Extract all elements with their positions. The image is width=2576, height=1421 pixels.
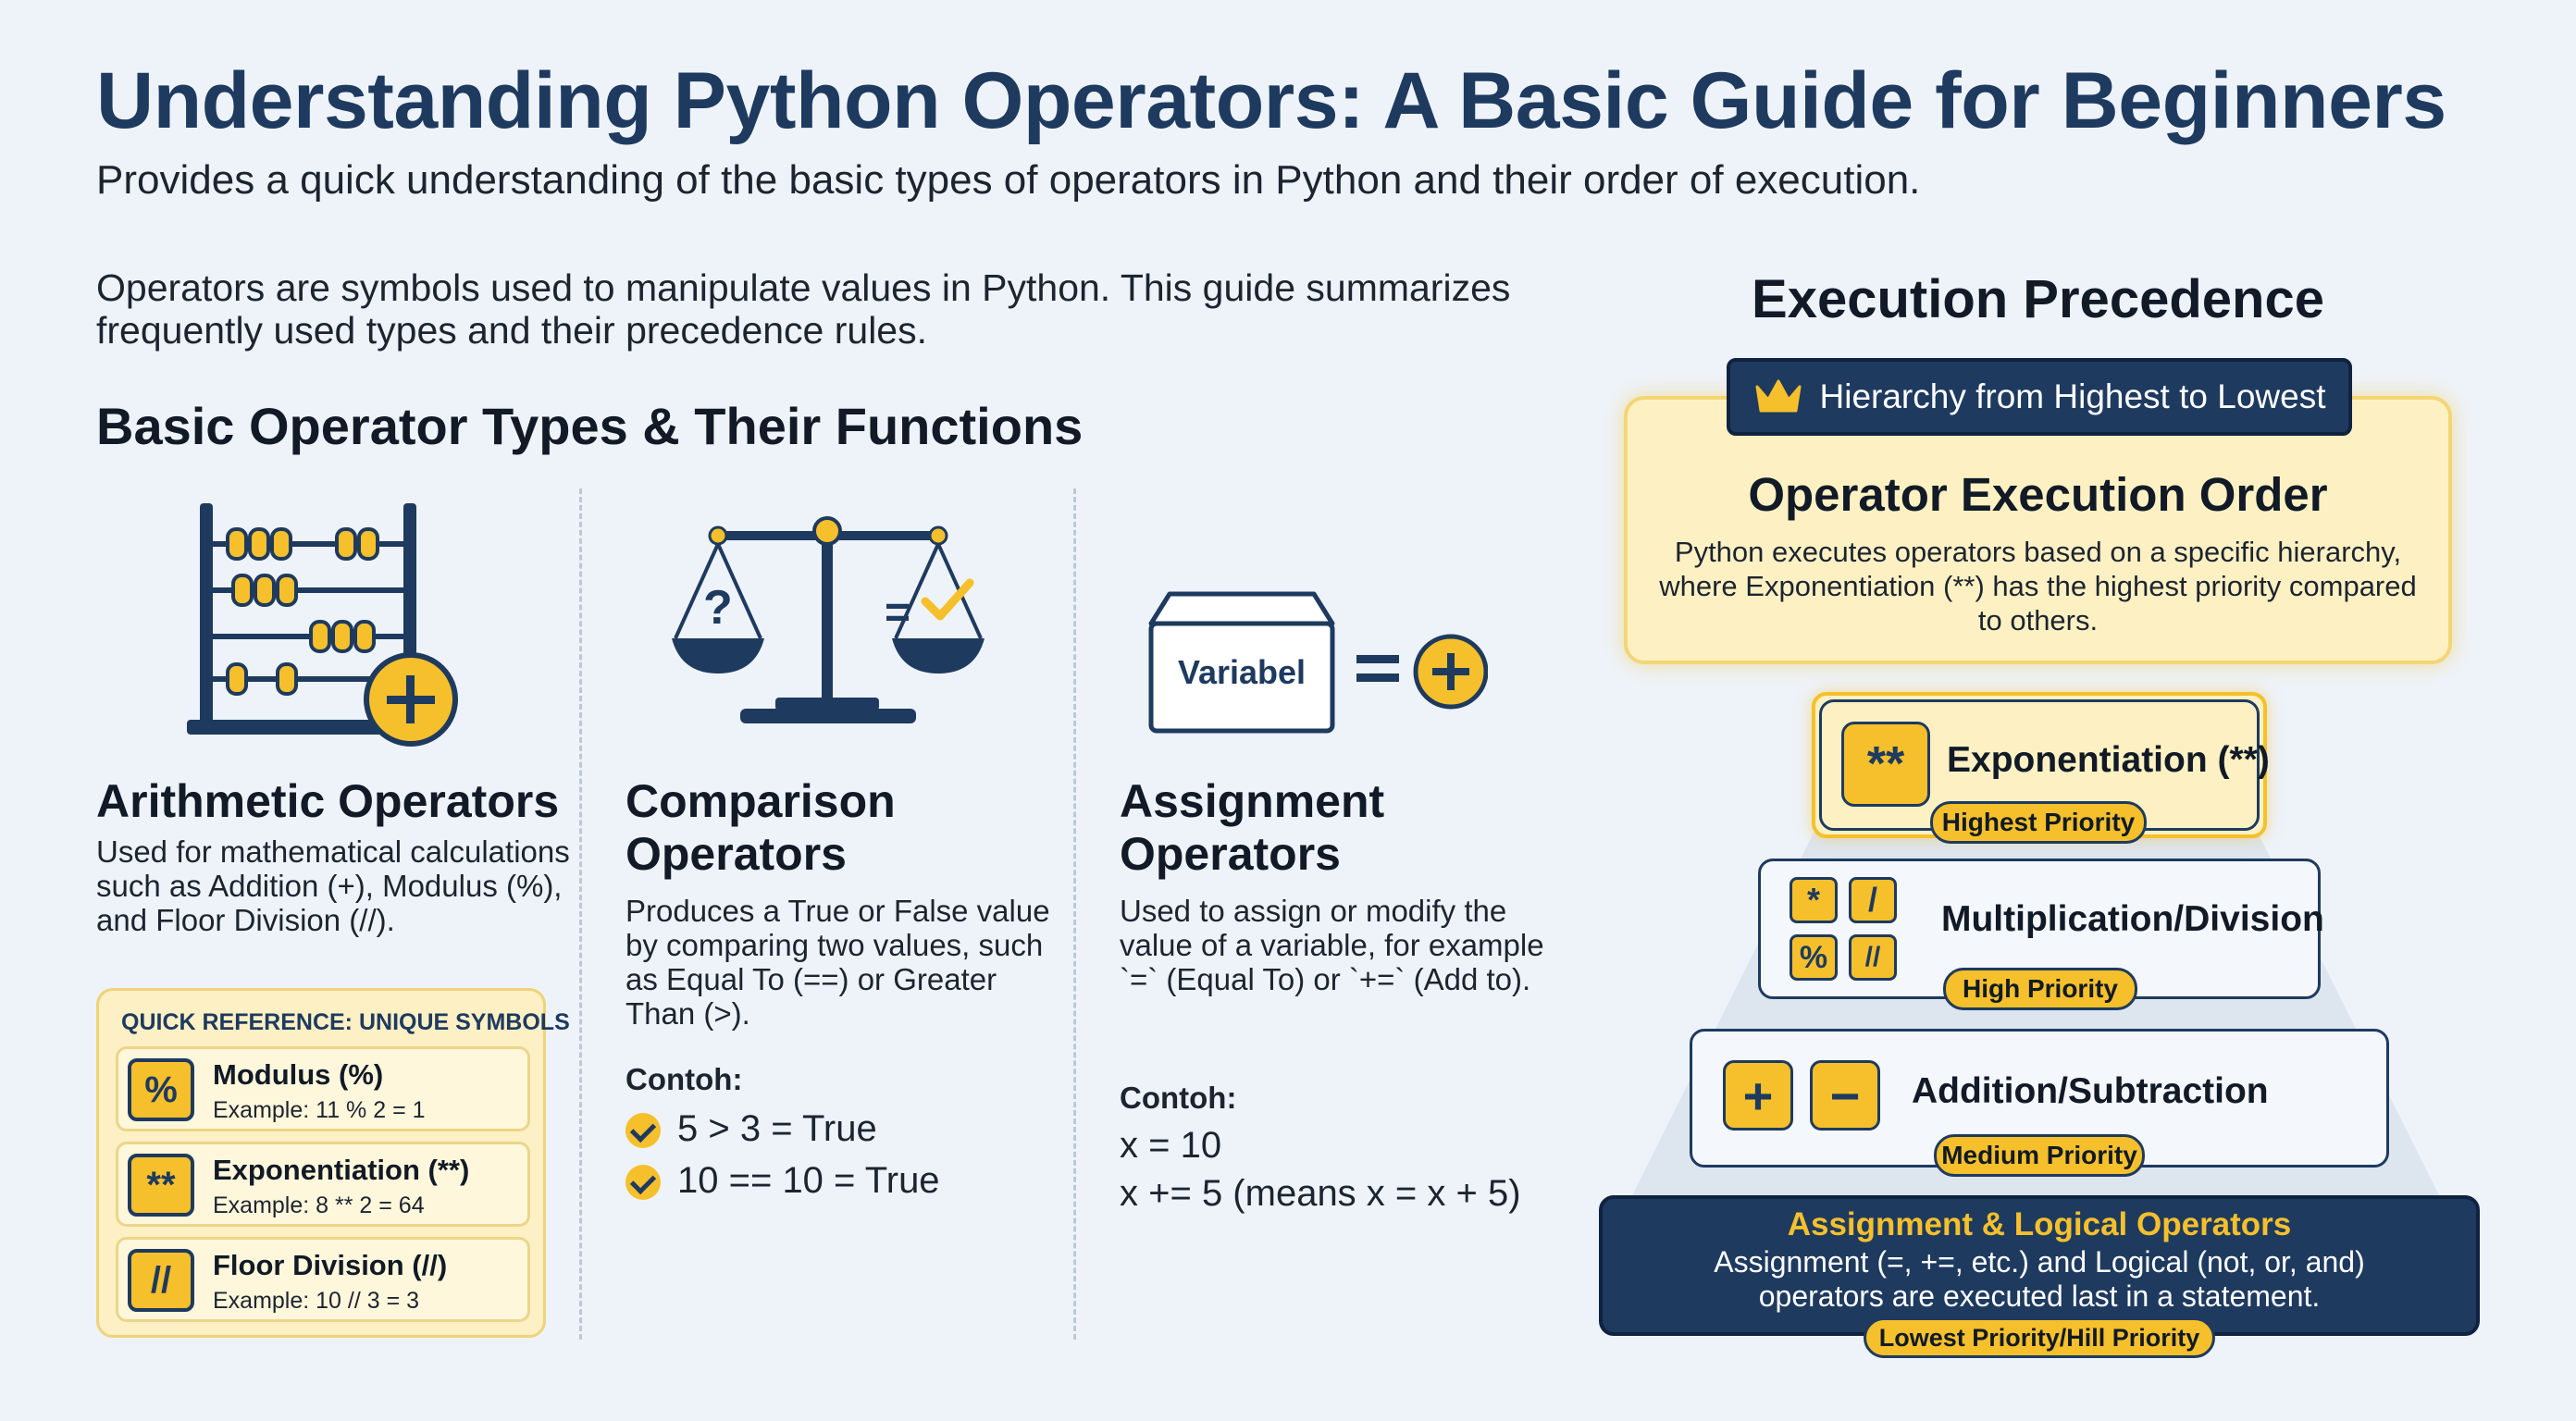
double-slash-icon: // [1849, 934, 1897, 981]
tier-desc: Assignment (=, +=, etc.) and Logical (no… [1714, 1245, 2365, 1313]
section-title: Basic Operator Types & Their Functions [96, 397, 1084, 455]
arithmetic-title: Arithmetic Operators [96, 775, 560, 827]
tier-label: Exponentiation (**) [1947, 740, 2270, 780]
svg-text:?: ? [703, 581, 733, 635]
double-slash-icon: // [128, 1249, 194, 1312]
priority-badge: Medium Priority [1934, 1134, 2145, 1177]
variable-box-icon: Variabel [1146, 588, 1488, 736]
plus-icon: + [1723, 1060, 1793, 1131]
page-title: Understanding Python Operators: A Basic … [96, 56, 2446, 145]
order-card-desc: Python executes operators based on a spe… [1659, 536, 2417, 636]
assignment-example-label: Contoh: [1120, 1081, 1237, 1115]
double-asterisk-icon: ** [1841, 722, 1930, 807]
assignment-title: Assignment Operators [1120, 775, 1385, 880]
tier-label: Multiplication/Division [1941, 899, 2324, 939]
arithmetic-desc: Used for mathematical calculations such … [96, 834, 570, 937]
priority-badge: High Priority [1943, 968, 2137, 1010]
variable-box-label: Variabel [1177, 653, 1307, 691]
double-asterisk-icon: ** [128, 1154, 194, 1217]
quick-reference-panel: QUICK REFERENCE: UNIQUE SYMBOLS % Modulu… [96, 988, 570, 1338]
quick-reference-item: % Modulus (%) Example: 11 % 2 = 1 [116, 1046, 530, 1131]
quick-reference-item: // Floor Division (//) Example: 10 // 3 … [116, 1237, 530, 1322]
column-divider [1073, 488, 1076, 1340]
percent-icon: % [1790, 934, 1838, 981]
quick-reference-item: ** Exponentiation (**) Example: 8 ** 2 =… [116, 1142, 530, 1227]
order-card-title: Operator Execution Order [1748, 468, 2328, 521]
check-icon [625, 1165, 661, 1201]
svg-text:=: = [885, 588, 910, 637]
tier-assignment-logical [1599, 1195, 2480, 1336]
check-icon [625, 1113, 661, 1149]
assignment-desc: Used to assign or modify the value of a … [1120, 894, 1544, 996]
quick-reference-title: QUICK REFERENCE: UNIQUE SYMBOLS [121, 1009, 570, 1035]
minus-icon: − [1810, 1060, 1880, 1131]
column-divider [579, 488, 582, 1340]
slash-icon: / [1849, 877, 1897, 923]
priority-badge: Lowest Priority/Hill Priority [1864, 1317, 2215, 1358]
comparison-example-label: Contoh: [625, 1062, 743, 1096]
assignment-example: x += 5 (means x = x + 5) [1120, 1173, 1521, 1214]
comparison-title: Comparison Operators [625, 775, 896, 880]
assignment-example: x = 10 [1120, 1125, 1222, 1166]
crown-icon [1755, 379, 1801, 413]
abacus-icon [181, 498, 459, 748]
order-card [1624, 396, 2452, 664]
comparison-example: 5 > 3 = True [625, 1108, 877, 1150]
comparison-example: 10 == 10 = True [625, 1160, 940, 1202]
priority-badge: Highest Priority [1930, 801, 2147, 844]
scale-icon: ? = [666, 507, 990, 738]
precedence-title: Execution Precedence [1752, 269, 2324, 329]
comparison-desc: Produces a True or False value by compar… [625, 894, 1050, 1031]
tier-label: Addition/Subtraction [1912, 1071, 2269, 1111]
hierarchy-banner: Hierarchy from Highest to Lowest [1727, 358, 2352, 436]
page-subtitle: Provides a quick understanding of the ba… [96, 157, 1921, 203]
asterisk-icon: * [1790, 877, 1838, 923]
percent-icon: % [128, 1058, 194, 1121]
intro-text: Operators are symbols used to manipulate… [96, 266, 1511, 352]
tier-label: Assignment & Logical Operators [1787, 1206, 2292, 1242]
